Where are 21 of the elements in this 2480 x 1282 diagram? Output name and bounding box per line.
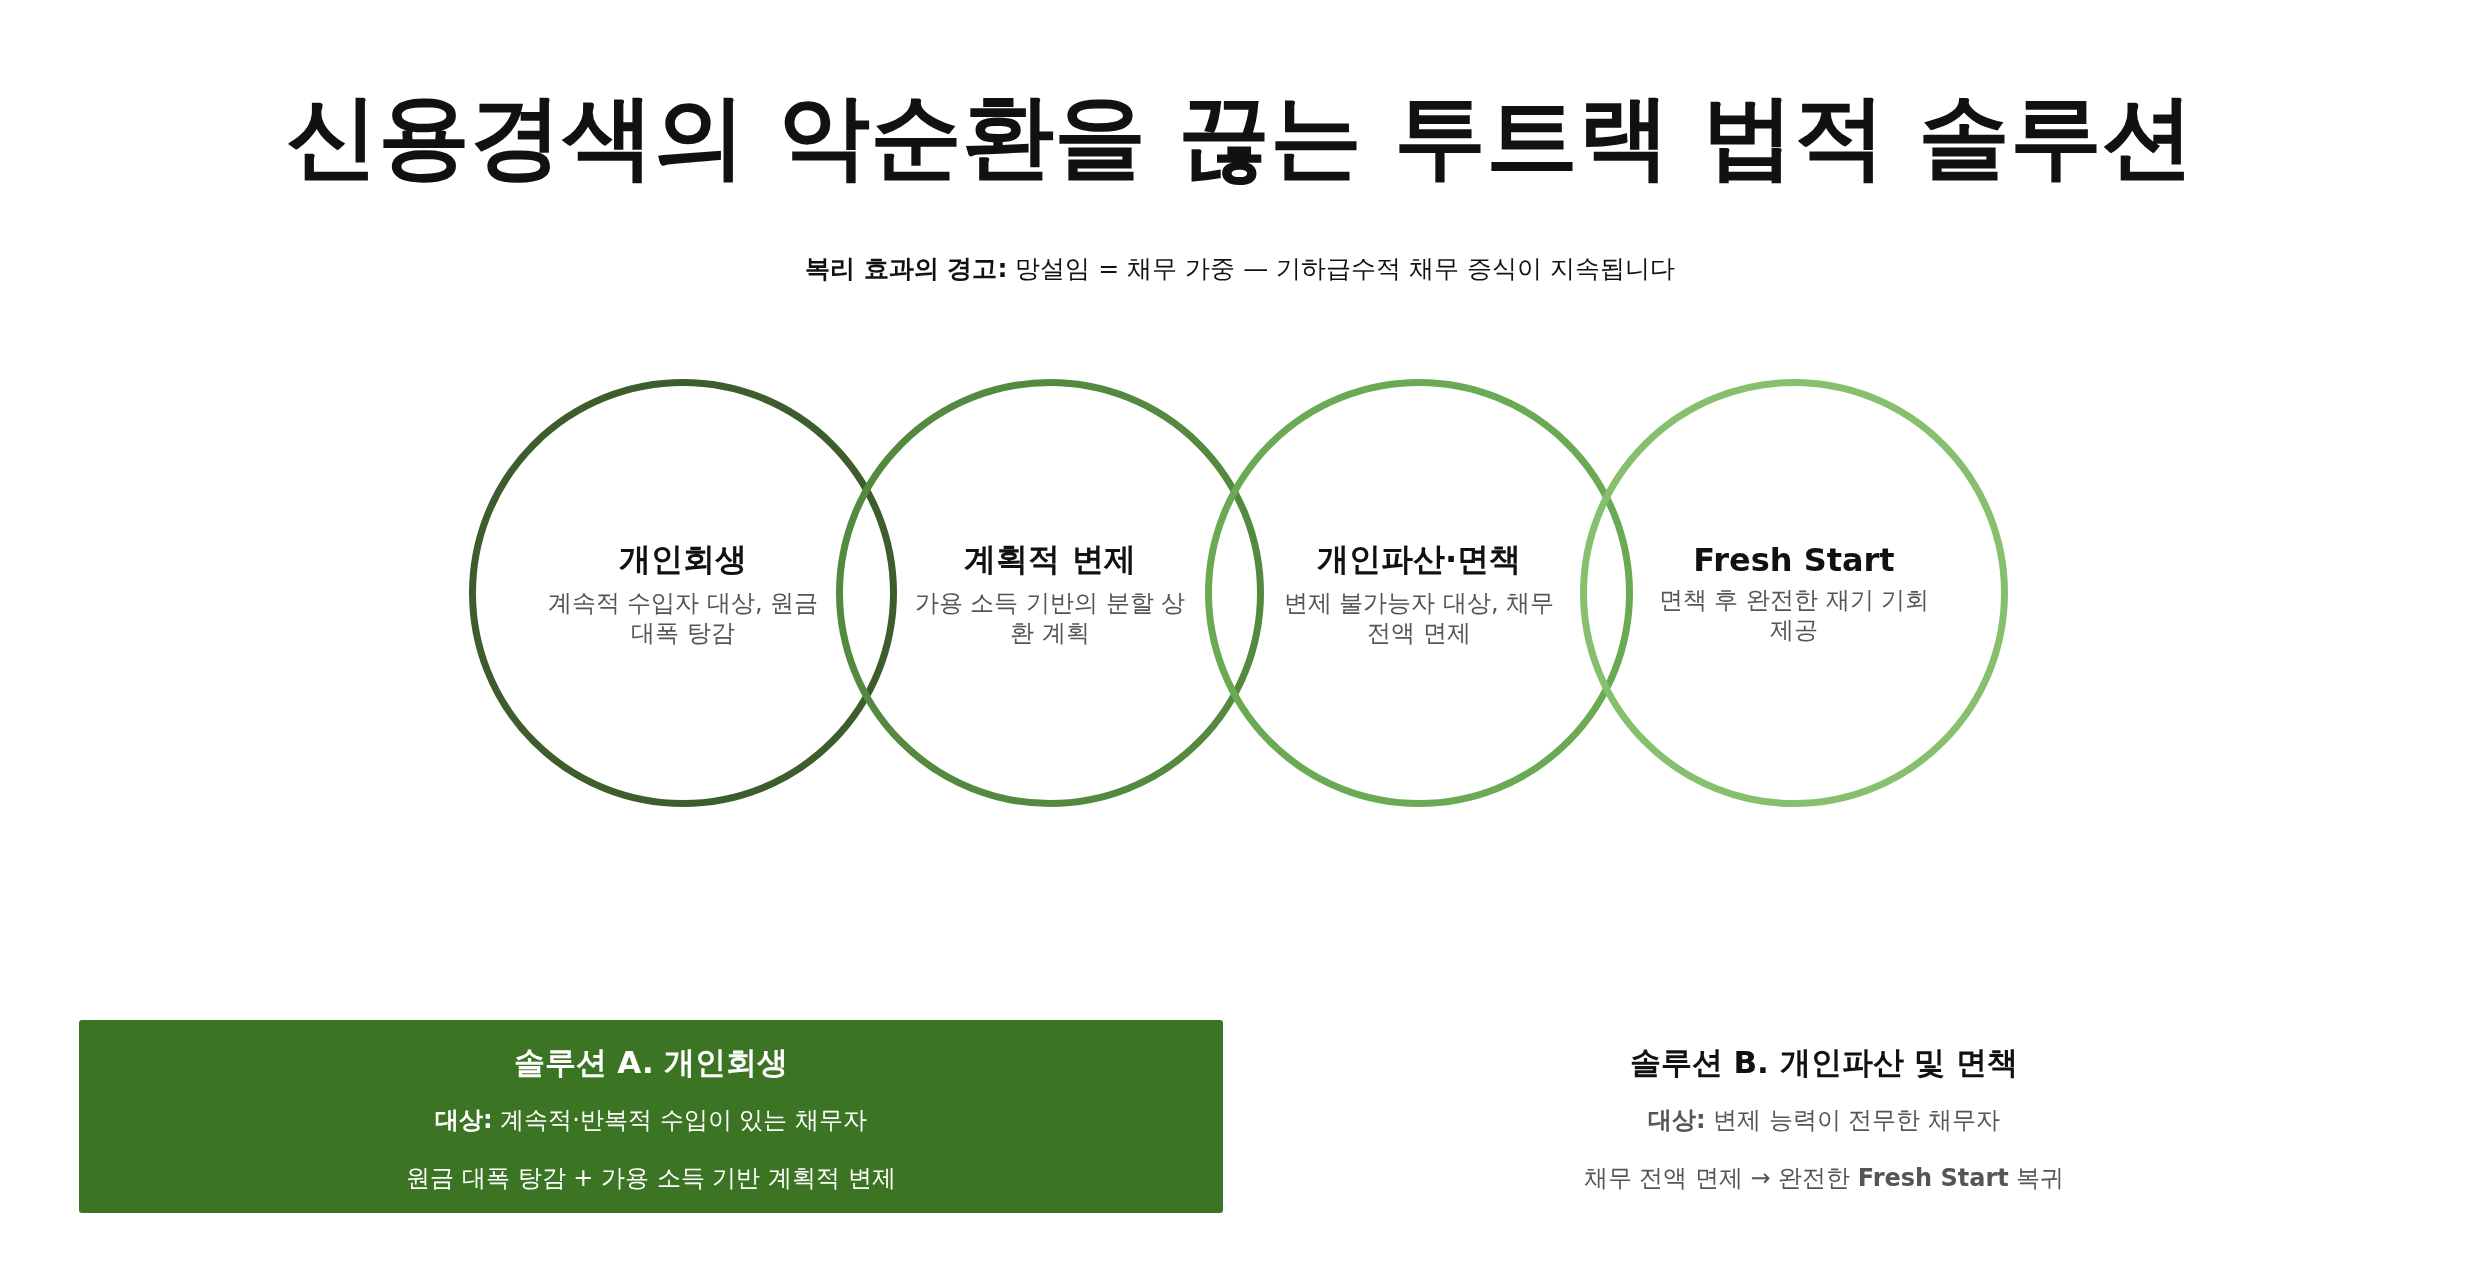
panel-text: 채무 전액 면제 → 완전한 Fresh Start 복귀	[1583, 1163, 2065, 1194]
circle	[1580, 379, 2008, 807]
circle-text: 변제 불가능자 대상, 채무 전액 면제	[1282, 588, 1556, 648]
solution-panel	[79, 1020, 1223, 1213]
circle-heading: 개인회생	[619, 539, 747, 580]
circle	[469, 379, 897, 807]
title: 신용경색의 악순환을 끊는 투트랙 법적 솔루션	[284, 82, 2196, 192]
circle-heading: Fresh Start	[1693, 541, 1895, 579]
circle-heading: 계획적 변제	[964, 539, 1136, 580]
panel-heading: 솔루션 A. 개인회생	[513, 1043, 789, 1082]
subtitle: 복리 효과의 경고: 망설임 = 채무 가중 — 기하급수적 채무 증식이 지속됩니다	[804, 253, 1676, 285]
circle	[836, 379, 1264, 807]
circle-text: 계속적 수입자 대상, 원금 대폭 탕감	[546, 588, 820, 648]
circle-text: 가용 소득 기반의 분할 상환 계획	[913, 588, 1187, 648]
circle-heading: 개인파산·면책	[1316, 539, 1522, 580]
circle	[1205, 379, 1633, 807]
panel-text: 대상: 변제 능력이 전무한 채무자	[1647, 1105, 2001, 1136]
panel-text: 원금 대폭 탕감 + 가용 소득 기반 계획적 변제	[406, 1163, 896, 1194]
panel-heading: 솔루션 B. 개인파산 및 면책	[1629, 1043, 2019, 1082]
panel-text: 대상: 계속적·반복적 수입이 있는 채무자	[435, 1105, 867, 1136]
circle-text: 면책 후 완전한 재기 기회 제공	[1657, 585, 1931, 645]
